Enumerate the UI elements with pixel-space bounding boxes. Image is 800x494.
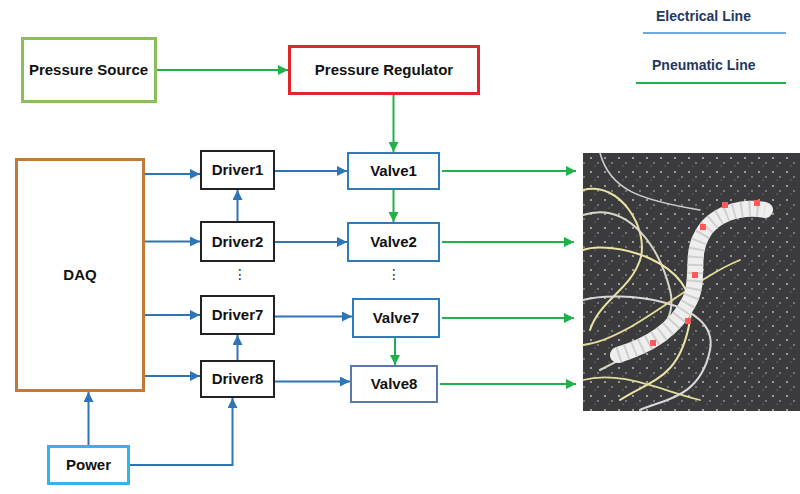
driver-box: Driver8 (200, 360, 275, 398)
electrical-line (145, 375, 200, 377)
node-label: Driver2 (212, 232, 264, 252)
node-label: Driver7 (212, 305, 264, 325)
pneumatic-line (393, 190, 395, 222)
legend-line-sample (643, 32, 786, 34)
electrical-line (275, 170, 347, 172)
electrical-line (145, 241, 200, 243)
node-label: DAQ (63, 265, 96, 285)
node-label: Valve1 (370, 161, 417, 181)
legend-text: Pneumatic Line (652, 57, 755, 73)
legend-text: Electrical Line (656, 8, 751, 24)
valve-box: Valve2 (347, 222, 440, 262)
pneumatic-line (157, 69, 289, 71)
ellipsis-mark: ⋮ (233, 266, 247, 282)
node-label: Valve8 (371, 374, 418, 394)
node-label: Driver8 (212, 369, 264, 389)
node-label: Power (66, 455, 111, 475)
electrical-line (275, 241, 347, 243)
node-label: Pressure Regulator (315, 60, 453, 80)
power-box: Power (47, 445, 130, 485)
node-label: Pressure Source (29, 60, 148, 80)
electrical-line (275, 381, 350, 383)
regulator-box: Pressure Regulator (288, 45, 480, 95)
pneumatic-line (394, 338, 396, 365)
ellipsis-mark: ⋮ (387, 266, 401, 282)
valve-outputs (440, 171, 576, 384)
pneumatic-line (393, 95, 395, 152)
electrical-line (130, 398, 233, 465)
daq-box: DAQ (15, 158, 145, 392)
driver-box: Driver1 (200, 150, 275, 190)
valve-box: Valve8 (350, 365, 438, 403)
soft-robot (618, 200, 765, 355)
electrical-line (145, 314, 200, 316)
node-label: Driver1 (212, 160, 264, 180)
electrical-line (88, 392, 90, 445)
legend-line-sample (636, 82, 786, 84)
driver-box: Driver2 (200, 221, 275, 262)
source-box: Pressure Source (21, 37, 157, 103)
electrical-line (145, 173, 200, 175)
node-label: Valve7 (373, 308, 420, 328)
robot-photo (583, 153, 800, 411)
valve-box: Valve1 (347, 152, 440, 190)
node-label: Valve2 (370, 232, 417, 252)
electrical-line (237, 335, 239, 360)
tubes (583, 153, 740, 410)
electrical-line (275, 316, 352, 318)
driver-box: Driver7 (200, 295, 275, 335)
electrical-line (237, 190, 239, 221)
valve-box: Valve7 (352, 298, 440, 338)
